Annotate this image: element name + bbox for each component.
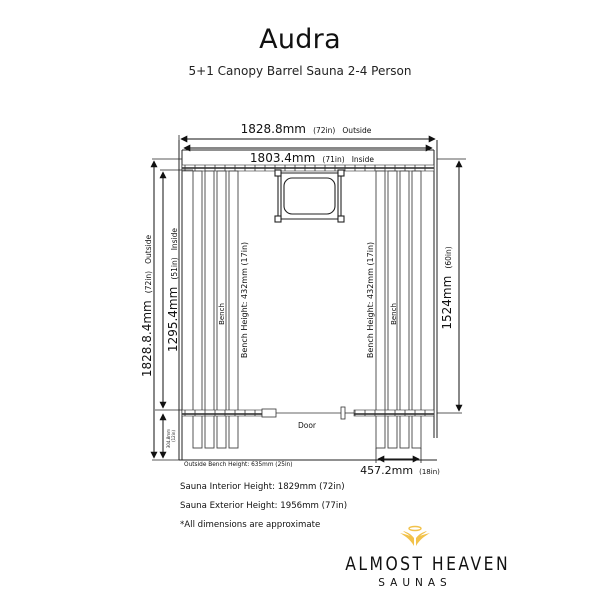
heater-icon: [274, 169, 345, 223]
notes-block: Sauna Interior Height: 1829mm (72in) Sau…: [180, 478, 347, 535]
dimension-bench-width: 457.2mm (18in): [360, 448, 440, 478]
exterior-height-note: Sauna Exterior Height: 1956mm (77in): [180, 501, 348, 511]
svg-text:1295.4mm (51in) In: 1295.4mm (51in) Inside: [162, 228, 181, 353]
svg-text:1524mm (60in): 1524mm (60in): [436, 246, 455, 329]
svg-text:457.2mm (18in): 457.2mm (18in): [360, 459, 440, 478]
right-bench: [375, 170, 422, 449]
bench-height-label-left: Bench Height: 432mm (17in): [240, 242, 249, 358]
bench-label-left: Bench: [218, 303, 226, 325]
outside-bench-height-label: Outside Bench Height: 635mm (25in): [184, 462, 293, 468]
left-bench: [192, 170, 239, 449]
dimension-outside-depth: 1828.8.4mm (72in) Outside: [136, 158, 182, 461]
door-label: Door: [298, 421, 317, 430]
svg-text:1803.4mm (71in) In: 1803.4mm (71in) Inside: [250, 147, 375, 166]
svg-text:304.8mm (12in): 304.8mm (12in): [155, 424, 176, 448]
dimension-inside-width: 1803.4mm (71in) Inside: [183, 144, 433, 166]
bench-label-right: Bench: [390, 303, 398, 325]
page-subtitle: 5+1 Canopy Barrel Sauna 2-4 Person: [188, 64, 412, 78]
dimension-right-depth: 1524mm (60in): [436, 158, 466, 412]
brand-subname: SAUNAS: [378, 577, 452, 589]
svg-text:1828.8.4mm (72in): 1828.8.4mm (72in) Outside: [136, 235, 155, 378]
brand-logo: ALMOST HEAVEN SAUNAS: [330, 525, 511, 589]
brand-name: ALMOST HEAVEN: [345, 553, 511, 575]
page-title: Audra: [259, 24, 341, 55]
dimension-inside-depth: 1295.4mm (51in) Inside: [159, 169, 193, 409]
dimension-canopy-depth: 304.8mm (12in): [155, 413, 176, 459]
top-wall-slats: [181, 164, 435, 172]
interior-height-note: Sauna Interior Height: 1829mm (72in): [180, 482, 345, 492]
dimension-outside-width: 1828.8mm (72in) Outside: [178, 118, 436, 143]
svg-text:1828.8mm (72in) Ou: 1828.8mm (72in) Outside: [241, 118, 372, 137]
disclaimer-note: *All dimensions are approximate: [180, 520, 321, 530]
halo-wings-icon: [400, 525, 430, 546]
bench-height-label-right: Bench Height: 432mm (17in): [366, 242, 375, 358]
front-wall: [155, 406, 462, 420]
